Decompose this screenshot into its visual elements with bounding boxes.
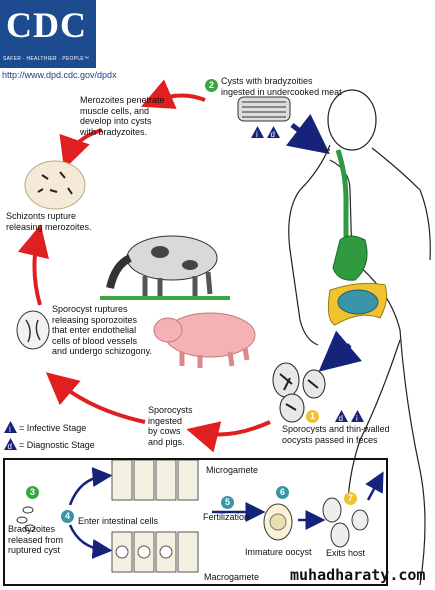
macrogamete-label: Macrogamete: [204, 572, 260, 582]
legend-infective-icon: i: [4, 421, 17, 433]
step-4-badge: 4: [61, 510, 74, 523]
arrow-human-to-feces: [318, 330, 363, 372]
immature-oocyst-illustration: [263, 503, 293, 541]
ingested-label: Sporocysts ingested by cows and pigs.: [148, 405, 193, 447]
svg-text:d: d: [8, 442, 12, 450]
arrow-to-macrogamete: [68, 524, 113, 559]
svg-text:d: d: [271, 130, 275, 138]
arrow-ingested-to-sporocyst: [45, 372, 146, 424]
diagnostic-stage-icon: d: [335, 410, 348, 422]
step-5-badge: 5: [221, 496, 234, 509]
step-6-badge: 6: [276, 486, 289, 499]
cdc-logo: CDC SAFER · HEALTHIER · PEOPLE™: [0, 0, 96, 68]
step-4-label: Enter intestinal cells: [78, 516, 159, 526]
step-2-label: Cysts with bradyzoities ingested in unde…: [221, 76, 342, 97]
svg-text:i: i: [356, 414, 358, 422]
digestive-tract-illustration: [327, 149, 388, 326]
microgamete-label: Microgamete: [206, 465, 259, 475]
macrogamete-cells-illustration: [111, 531, 199, 573]
step-7-badge: 7: [344, 492, 357, 505]
legend-diagnostic-icon: d: [4, 438, 17, 450]
bradyzoite-illustration: [16, 506, 36, 532]
step-1-label: Sporocysts and thin-walled oocysts passe…: [282, 424, 390, 445]
microgamete-cells-illustration: [111, 459, 199, 501]
ruptured-sporocyst-illustration: [16, 310, 50, 350]
arrow-muscle-to-schizont: [59, 128, 103, 170]
merozoites-label: Merozoites penetrate muscle cells, and d…: [80, 95, 165, 137]
sporocyst-rupture-label: Sporocyst ruptures releasing sporozoites…: [52, 304, 152, 356]
sporulated-oocysts-illustration: [322, 497, 369, 548]
step-3-badge: 3: [26, 486, 39, 499]
step-2-badge: 2: [205, 79, 218, 92]
arrow-feces-to-ingested: [186, 420, 271, 453]
svg-text:i: i: [9, 425, 11, 433]
sporocysts-in-feces-illustration: [272, 362, 326, 423]
pig-illustration: [153, 312, 256, 368]
legend-diagnostic-label: = Diagnostic Stage: [19, 440, 95, 450]
cdc-logo-text: CDC: [6, 5, 87, 45]
svg-text:i: i: [256, 130, 258, 138]
cow-illustration: [100, 235, 230, 300]
source-url[interactable]: http://www.dpd.cdc.gov/dpdx: [2, 70, 117, 80]
infective-stage-icon: i: [251, 126, 264, 138]
infective-stage-icon: i: [351, 410, 364, 422]
arrow-schizont-to-sporocyst: [17, 224, 49, 306]
watermark: muhadharaty.com: [290, 566, 426, 584]
arrow-exits-host: [365, 471, 384, 501]
meat-cyst-illustration: [237, 96, 291, 122]
arrow-to-microgamete: [68, 467, 113, 506]
cdc-logo-tagline: SAFER · HEALTHIER · PEOPLE™: [3, 56, 90, 62]
svg-text:d: d: [339, 414, 343, 422]
step-6-label: Immature oocyst: [245, 547, 312, 557]
step-3-label: Bradyzoites released from ruptured cyst: [8, 524, 64, 555]
legend-infective-label: = Infective Stage: [19, 423, 87, 433]
human-host-illustration: [288, 89, 431, 586]
step-1-badge: 1: [306, 410, 319, 423]
arrow-cysts-to-human: [285, 113, 330, 155]
schizont-illustration: [24, 160, 86, 210]
schizonts-label: Schizonts rupture releasing merozoites.: [6, 211, 92, 232]
step-7-label: Exits host: [326, 548, 366, 558]
arrow-cysts-to-muscle: [140, 79, 206, 109]
intestinal-phase-box: [3, 458, 388, 586]
step-5-label: Fertilization: [203, 512, 250, 522]
diagnostic-stage-icon: d: [267, 126, 280, 138]
